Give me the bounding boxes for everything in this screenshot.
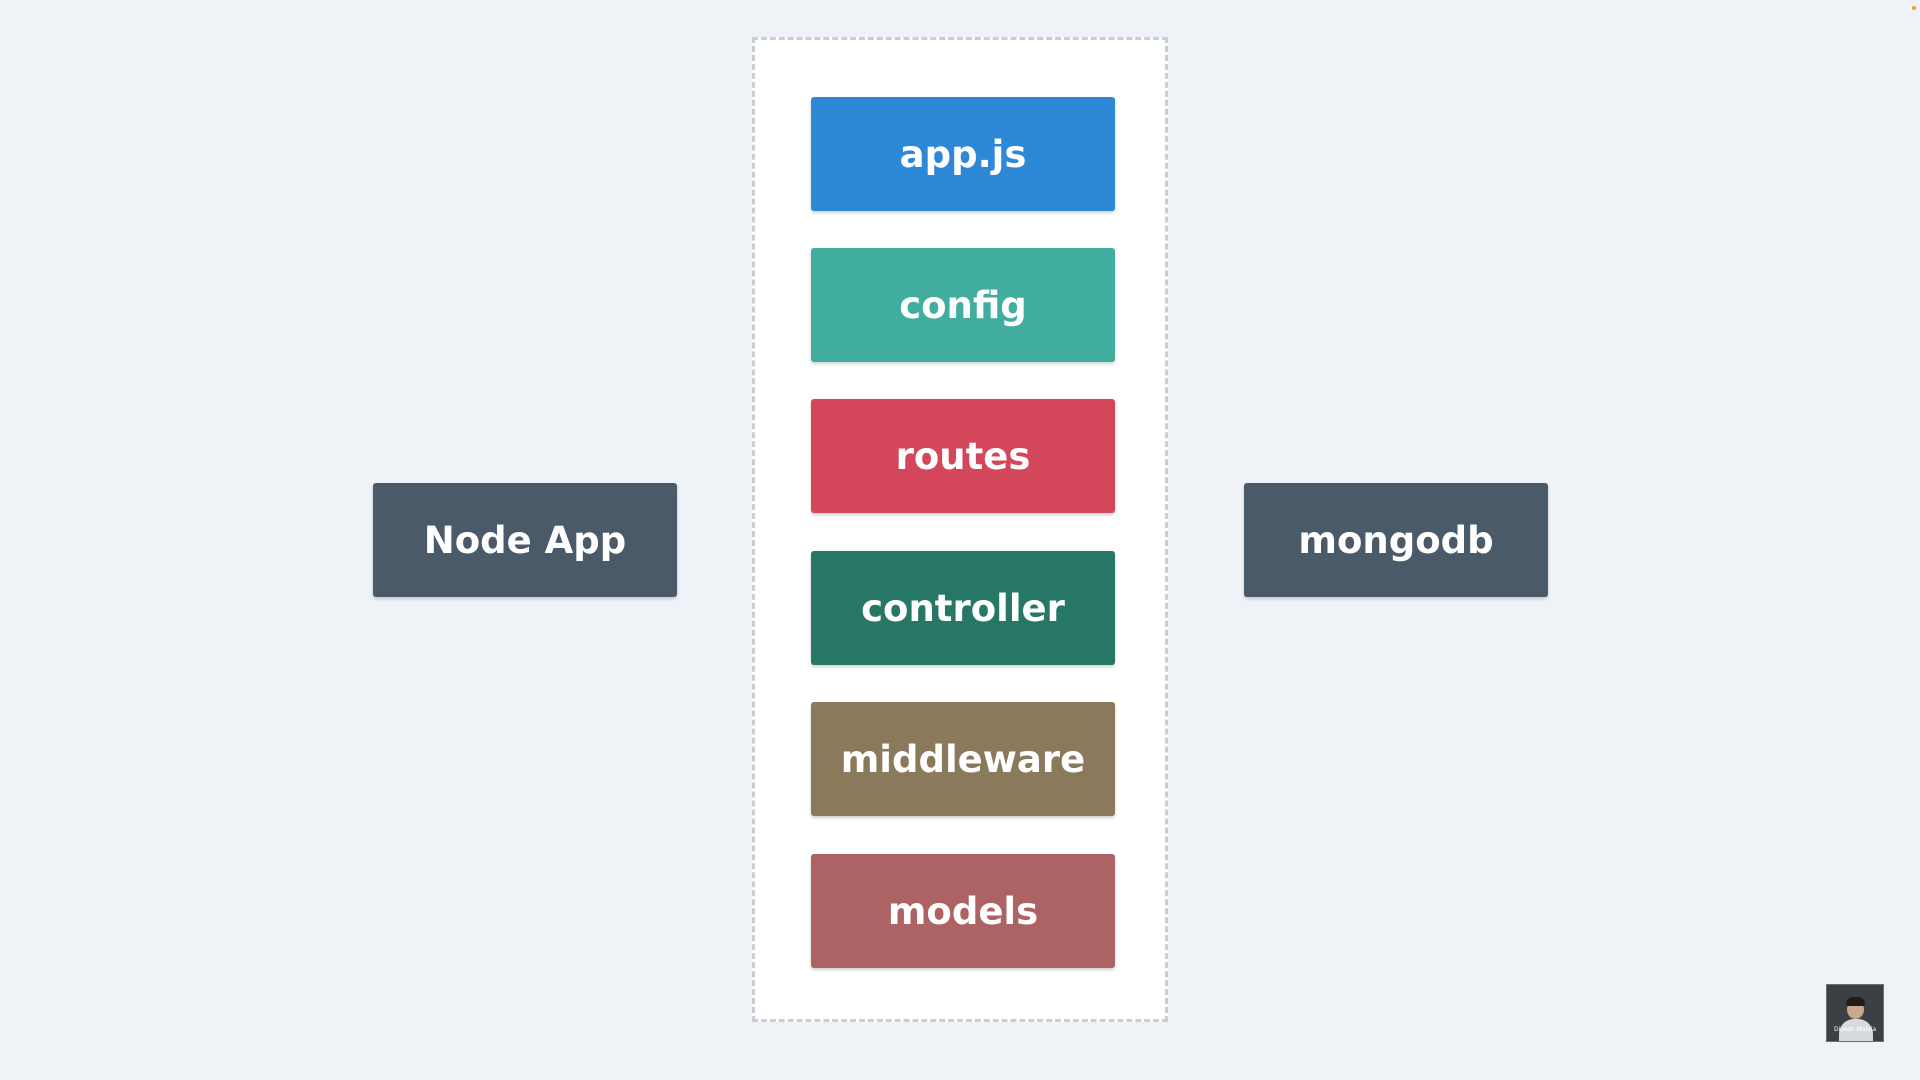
middleware-box: middleware xyxy=(811,702,1115,816)
node-app-label: Node App xyxy=(423,518,627,562)
controller-label: controller xyxy=(861,586,1065,630)
config-box: config xyxy=(811,248,1115,362)
routes-label: routes xyxy=(895,434,1031,478)
app-js-label: app.js xyxy=(899,132,1027,176)
presenter-name: Dipesh Malvia xyxy=(1833,1026,1877,1033)
config-label: config xyxy=(899,283,1027,327)
presenter-hair xyxy=(1846,997,1865,1006)
mongodb-box: mongodb xyxy=(1244,483,1548,597)
middleware-label: middleware xyxy=(840,737,1086,781)
controller-box: controller xyxy=(811,551,1115,665)
models-label: models xyxy=(887,889,1039,933)
webcam-thumbnail-icon: Dipesh Malvia xyxy=(1826,984,1884,1042)
mongodb-label: mongodb xyxy=(1298,518,1494,562)
node-app-box: Node App xyxy=(373,483,677,597)
app-js-box: app.js xyxy=(811,97,1115,211)
models-box: models xyxy=(811,854,1115,968)
routes-box: routes xyxy=(811,399,1115,513)
app-structure-container: app.js config routes controller middlewa… xyxy=(752,37,1168,1022)
recording-dot xyxy=(1912,6,1916,10)
presenter-body xyxy=(1839,1019,1873,1041)
